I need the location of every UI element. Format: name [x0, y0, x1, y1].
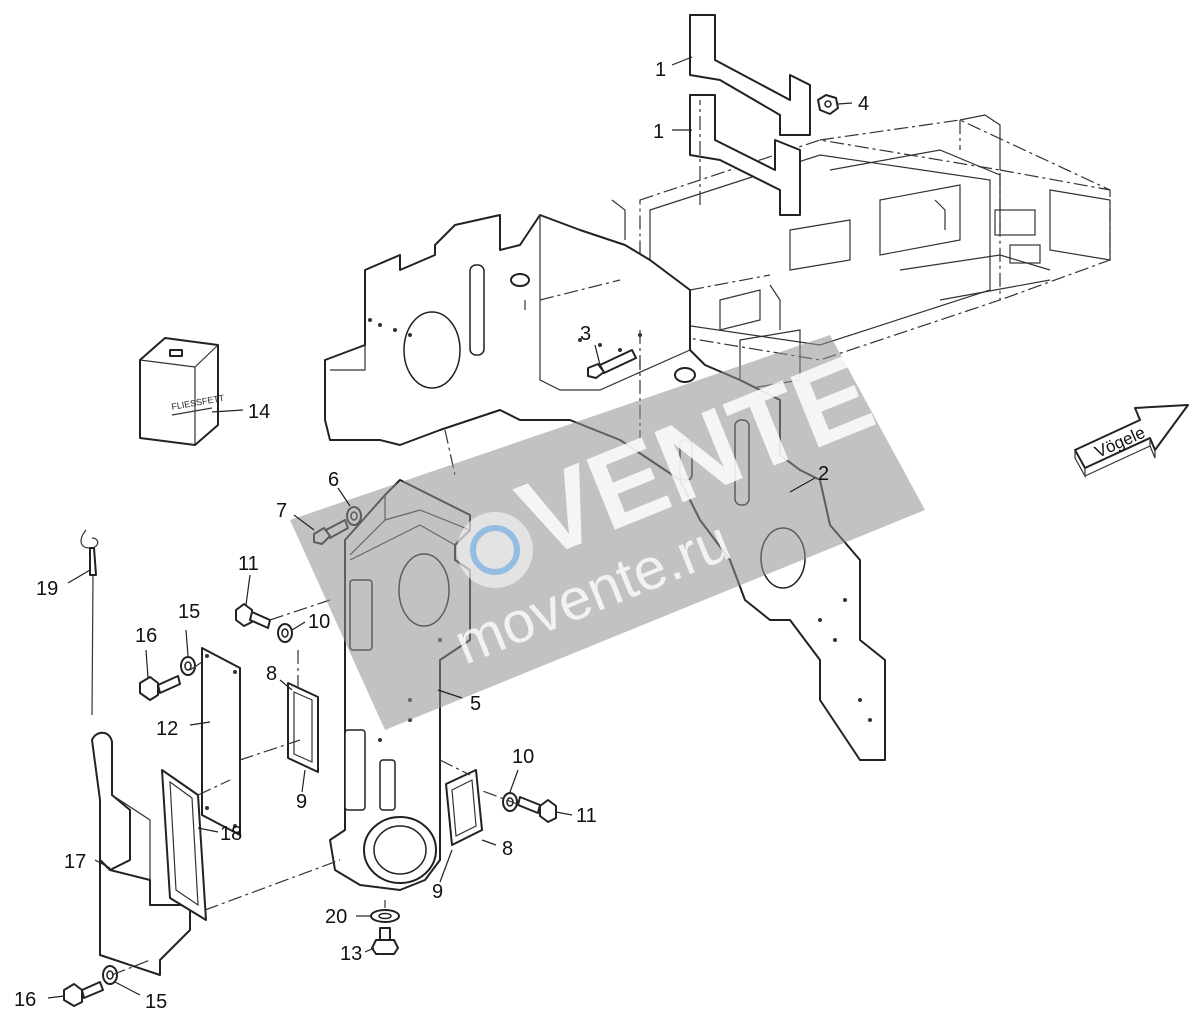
- callout-9b: 9: [432, 881, 443, 903]
- bracket-upper: [689, 14, 811, 136]
- bracket-lower: [689, 94, 801, 216]
- direction-arrow: Vögele: [1074, 404, 1189, 479]
- washer-20: [370, 909, 400, 923]
- callout-10a: 10: [308, 611, 330, 633]
- drain-plug: [371, 927, 399, 955]
- gasket-tall: [161, 769, 207, 921]
- washer-10-upper: [277, 623, 293, 643]
- washer-10-lower: [502, 792, 518, 812]
- cover-plate: [201, 647, 241, 836]
- dipstick: [80, 529, 99, 716]
- nut: [817, 94, 839, 115]
- callout-6: 6: [328, 469, 339, 491]
- callout-1a: 1: [655, 59, 666, 81]
- callout-12: 12: [156, 718, 178, 740]
- callout-4: 4: [858, 93, 869, 115]
- callout-8a: 8: [266, 663, 277, 685]
- callout-labels: 1 1 4 3 14 2 6 7 11 19 15 10 16 8 5 12 1…: [14, 59, 869, 1013]
- washer-15-upper: [180, 656, 196, 676]
- callout-15b: 15: [145, 991, 167, 1013]
- callout-2: 2: [818, 463, 829, 485]
- callout-7: 7: [276, 500, 287, 522]
- callout-17: 17: [64, 851, 86, 873]
- bolt-11-upper: [235, 603, 271, 629]
- callout-20: 20: [325, 906, 347, 928]
- callout-16a: 16: [135, 625, 157, 647]
- callout-14: 14: [248, 401, 270, 423]
- grease-can: FLIESSFETT: [139, 337, 226, 446]
- callout-19: 19: [36, 578, 58, 600]
- callout-16b: 16: [14, 989, 36, 1011]
- callout-3: 3: [580, 323, 591, 345]
- callout-5: 5: [470, 693, 481, 715]
- washer-15-lower: [102, 965, 118, 985]
- callout-18: 18: [220, 823, 242, 845]
- assembly-lines: [111, 100, 771, 976]
- callout-10b: 10: [512, 746, 534, 768]
- callout-8b: 8: [502, 838, 513, 860]
- bolt-16-lower: [63, 981, 104, 1007]
- bolt-frame: [587, 349, 637, 379]
- bolt-16-upper: [139, 675, 181, 701]
- callout-11b: 11: [576, 805, 597, 827]
- callout-1b: 1: [653, 121, 664, 143]
- bolt-11-lower: [517, 796, 557, 823]
- gasket-upper: [287, 682, 319, 773]
- callout-15a: 15: [178, 601, 200, 623]
- callout-9a: 9: [296, 791, 307, 813]
- leader-lines: [47, 56, 853, 999]
- callout-13: 13: [340, 943, 362, 965]
- gasket-lower: [445, 769, 483, 846]
- tube-bracket: [91, 731, 191, 976]
- callout-11a: 11: [238, 553, 259, 575]
